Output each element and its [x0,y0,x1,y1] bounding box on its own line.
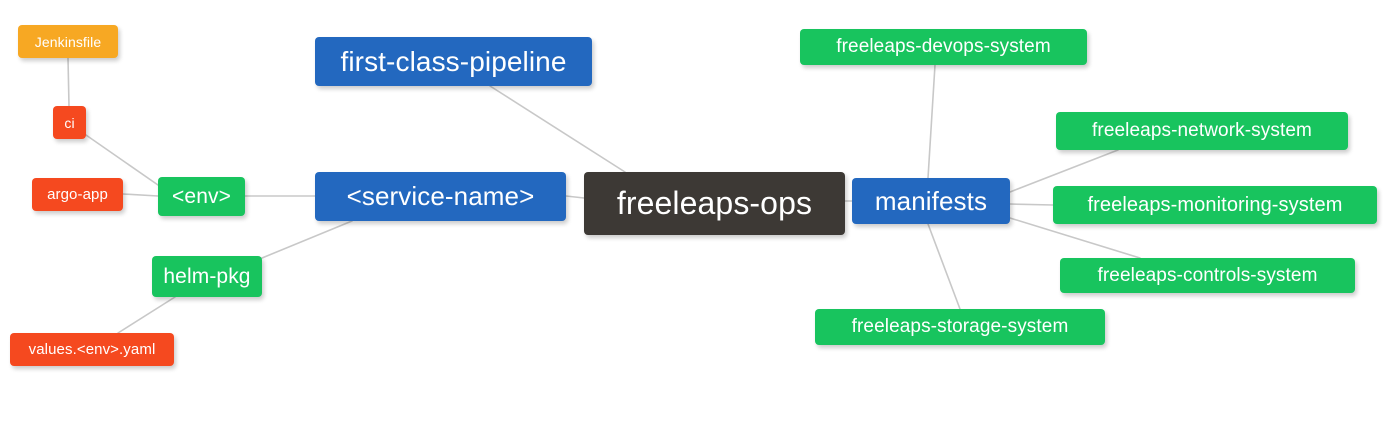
node-first-class-pipeline[interactable]: first-class-pipeline [315,37,592,86]
node-freeleaps-ops[interactable]: freeleaps-ops [584,172,845,235]
edge-manifests-to-controls-system [1009,217,1141,259]
edge-helm-pkg-to-values-yaml [117,296,176,334]
node-service-name[interactable]: <service-name> [315,172,566,221]
node-network-system[interactable]: freeleaps-network-system [1056,112,1348,150]
edge-manifests-to-storage-system [927,223,961,310]
edge-first-class-pipeline-to-freeleaps-ops [489,85,626,173]
edge-service-name-to-helm-pkg [261,220,353,259]
edge-manifests-to-network-system [1009,149,1119,193]
node-monitoring-system[interactable]: freeleaps-monitoring-system [1053,186,1377,224]
node-values-yaml[interactable]: values.<env>.yaml [10,333,174,366]
node-devops-system[interactable]: freeleaps-devops-system [800,29,1087,65]
node-manifests[interactable]: manifests [852,178,1010,224]
node-controls-system[interactable]: freeleaps-controls-system [1060,258,1355,293]
node-storage-system[interactable]: freeleaps-storage-system [815,309,1105,345]
node-jenkinsfile[interactable]: Jenkinsfile [18,25,118,58]
edge-ci-to-env [85,134,159,186]
node-argo-app[interactable]: argo-app [32,178,123,211]
edge-service-name-to-freeleaps-ops [565,195,585,199]
edge-argo-app-to-env [122,193,159,197]
node-env[interactable]: <env> [158,177,245,216]
edge-manifests-to-devops-system [927,64,936,179]
edge-manifests-to-monitoring-system [1009,203,1054,206]
node-ci[interactable]: ci [53,106,86,139]
edge-jenkinsfile-to-ci [67,57,70,107]
node-helm-pkg[interactable]: helm-pkg [152,256,262,297]
